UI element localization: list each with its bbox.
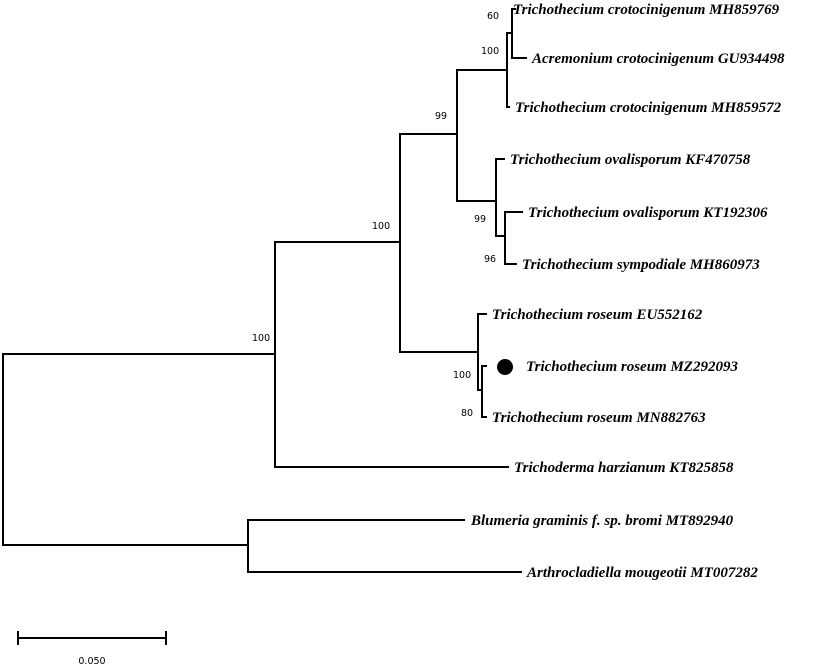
taxon-label-t11: Blumeria graminis f. sp. bromi MT892940 [470,513,734,529]
taxon-label-t7: Trichothecium roseum EU552162 [492,307,703,323]
taxon-label-t10: Trichoderma harzianum KT825858 [514,460,734,476]
bootstrap-label: 96 [484,254,496,265]
highlight-marker [497,359,513,375]
taxon-label-t5: Trichothecium ovalisporum KT192306 [528,205,768,221]
bootstrap-label: 100 [453,370,471,381]
taxon-label-t2: Acremonium crotocinigenum GU934498 [531,51,785,67]
taxon-label-t6: Trichothecium sympodiale MH860973 [522,257,760,273]
bootstrap-label: 100 [252,333,270,344]
taxon-labels: Trichothecium crotocinigenum MH859769 Ac… [470,2,785,581]
taxon-label-t3: Trichothecium crotocinigenum MH859572 [515,100,782,116]
bootstrap-label: 100 [372,221,390,232]
taxon-label-t12: Arthrocladiella mougeotii MT007282 [526,565,758,581]
bootstrap-label: 99 [474,214,486,225]
tree-branches [2,8,527,573]
bootstrap-label: 60 [487,11,499,22]
bootstrap-values: 60 100 99 99 96 100 100 80 100 [252,11,499,419]
taxon-label-t8: Trichothecium roseum MZ292093 [526,359,738,375]
bootstrap-label: 100 [481,46,499,57]
scale-bar-label: 0.050 [78,656,105,666]
bootstrap-label: 99 [435,111,447,122]
bootstrap-label: 80 [461,408,473,419]
taxon-label-t4: Trichothecium ovalisporum KF470758 [510,152,751,168]
taxon-label-t9: Trichothecium roseum MN882763 [492,410,706,426]
taxon-label-t1: Trichothecium crotocinigenum MH859769 [513,2,780,18]
scale-bar: 0.050 [17,631,167,666]
